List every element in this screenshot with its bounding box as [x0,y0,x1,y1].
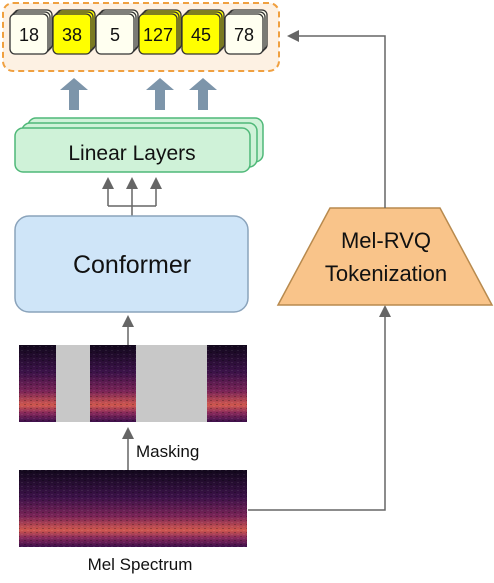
token-1: 38 [52,9,96,55]
mel-rvq-tokenizer-block [276,207,494,306]
token-value: 38 [62,25,82,45]
token-4: 45 [181,9,225,55]
prediction-arrow-3 [146,78,174,110]
linear-layers-block: Linear Layers [14,117,264,173]
mel-spectrum-label: Mel Spectrum [88,555,193,574]
conformer-label: Conformer [73,251,191,279]
tokenizer-to-tokens-arrow [287,30,386,208]
tokenizer-label-line1: Mel-RVQ [341,228,431,253]
masking-label: Masking [136,442,199,461]
token-value: 78 [234,25,254,45]
mel-spectrogram [19,470,247,547]
tokenizer-label-line2: Tokenization [325,261,447,286]
conformer-to-linear-connectors [102,177,162,216]
token-2: 5 [95,9,139,55]
token-0: 18 [9,9,53,55]
token-5: 78 [224,9,268,55]
token-value: 127 [143,25,173,45]
token-value: 18 [19,25,39,45]
linear-layers-label: Linear Layers [68,142,195,165]
token-sequence: 18 38 5 127 45 78 [9,9,268,55]
prediction-arrow-1 [60,78,88,110]
mask-region-2 [136,345,207,422]
token-value: 45 [191,25,211,45]
prediction-arrow-4 [189,78,217,110]
conformer-block [14,215,249,313]
spectrum-to-tokenizer-arrow [248,305,391,511]
token-value: 5 [110,25,120,45]
prediction-arrows [60,78,217,110]
mask-region-1 [56,345,90,422]
token-3: 127 [138,9,182,55]
masked-spectrogram [19,345,247,422]
